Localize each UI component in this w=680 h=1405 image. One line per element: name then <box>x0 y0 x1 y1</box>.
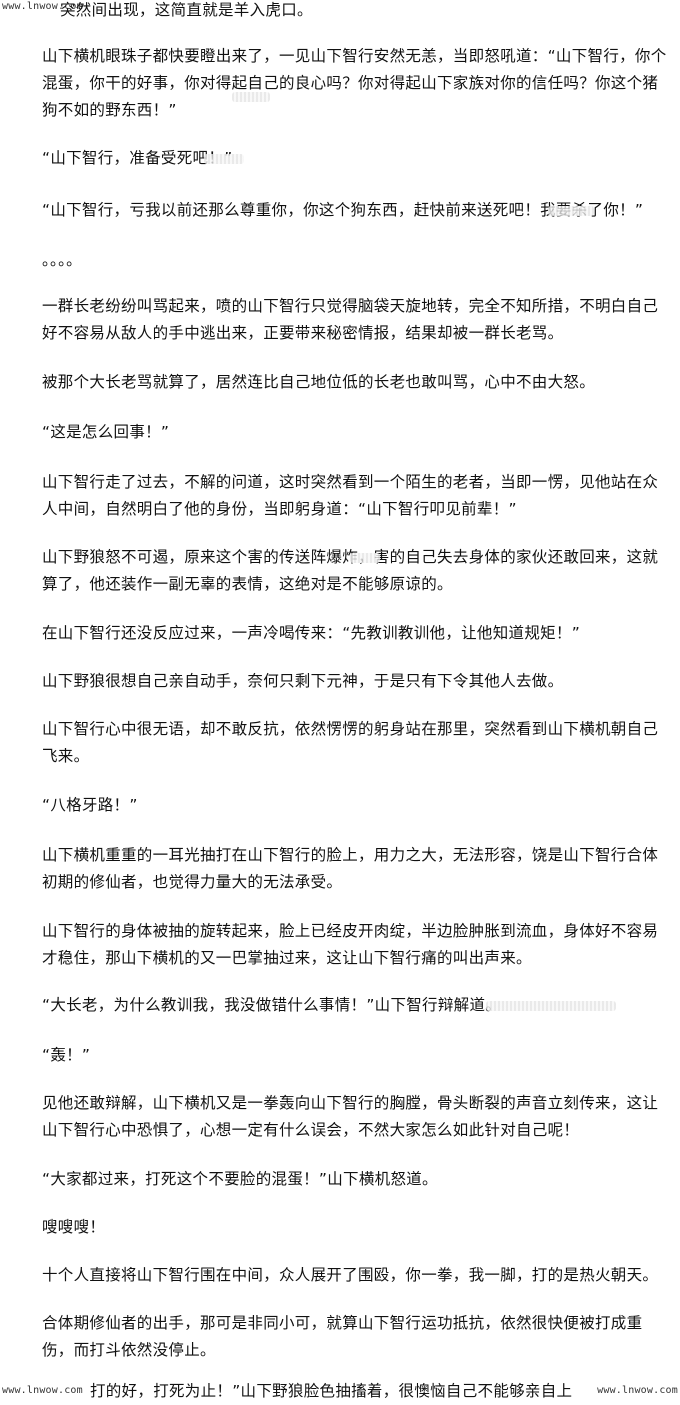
paragraph-5: 一群长老纷纷叫骂起来，喷的山下智行只觉得脑袋天旋地转，完全不知所措，不明白自己好… <box>42 297 659 342</box>
scan-smudge <box>350 553 380 563</box>
paragraph-14: 山下横机重重的一耳光抽打在山下智行的脸上，用力之大，无法形容，饶是山下智行合体初… <box>42 846 659 891</box>
paragraph-16: “大长老，为什么教训我，我没做错什么事情！”山下智行辩解道。 <box>42 996 502 1014</box>
paragraph-11: 山下野狼很想自己亲自动手，奈何只剩下元神，于是只有下令其他人去做。 <box>42 672 564 690</box>
paragraph-2: “山下智行，准备受死吧！” <box>42 149 233 167</box>
paragraph-17: “轰！” <box>42 1046 91 1064</box>
paragraph-23: 打的好，打死为止！”山下野狼脸色抽搐着，很懊恼自己不能够亲自上 <box>90 1382 573 1400</box>
paragraph-6: 被那个大长老骂就算了，居然连比自己地位低的长老也敢叫骂，心中不由大怒。 <box>42 373 596 391</box>
watermark-bottom-right: www.lnwow.com <box>597 1385 678 1396</box>
scan-smudge <box>204 154 244 164</box>
paragraph-20: 嗖嗖嗖！ <box>42 1218 106 1236</box>
paragraph-10: 在山下智行还没反应过来，一声冷喝传来：“先教训教训他，让他知道规矩！” <box>42 624 581 642</box>
watermark-bottom-left: www.lnwow.com <box>2 1385 83 1396</box>
paragraph-18: 见他还敢辩解，山下横机又是一拳轰向山下智行的胸膛，骨头断裂的声音立刻传来，这让山… <box>42 1094 659 1139</box>
scan-smudge <box>548 206 594 216</box>
paragraph-15: 山下智行的身体被抽的旋转起来，脸上已经皮开肉绽，半边脸肿胀到流血，身体好不容易才… <box>42 922 659 967</box>
scan-smudge <box>486 1001 616 1011</box>
paragraph-12: 山下智行心中很无语，却不敢反抗，依然愣愣的躬身站在那里，突然看到山下横机朝自己飞… <box>42 720 659 765</box>
scan-smudge <box>232 92 270 102</box>
paragraph-3: “山下智行，亏我以前还那么尊重你，你这个狗东西，赶快前来送死吧！我要杀了你！” <box>42 201 644 219</box>
paragraph-4: 。。。。 <box>42 251 82 269</box>
paragraph-21: 十个人直接将山下智行围在中间，众人展开了围殴，你一拳，我一脚，打的是热火朝天。 <box>42 1266 659 1284</box>
paragraph-0: 突然间出现，这简直就是羊入虎口。 <box>60 1 313 19</box>
watermark-top-left: www.lnwow.com <box>2 1 83 12</box>
paragraph-22: 合体期修仙者的出手，那可是非同小可，就算山下智行运功抵抗，依然很快便被打成重伤，… <box>42 1314 643 1359</box>
paragraph-9: 山下野狼怒不可遏，原来这个害的传送阵爆炸，害的自己失去身体的家伙还敢回来，这就算… <box>42 548 659 593</box>
paragraph-19: “大家都过来，打死这个不要脸的混蛋！”山下横机怒道。 <box>42 1170 438 1188</box>
paragraph-13: “八格牙路！” <box>42 796 138 814</box>
paragraph-7: “这是怎么回事！” <box>42 423 170 441</box>
paragraph-1: 山下横机眼珠子都快要瞪出来了，一见山下智行安然无恙，当即怒吼道：“山下智行，你个… <box>42 47 667 119</box>
paragraph-8: 山下智行走了过去，不解的问道，这时突然看到一个陌生的老者，当即一愣，见他站在众人… <box>42 473 659 518</box>
